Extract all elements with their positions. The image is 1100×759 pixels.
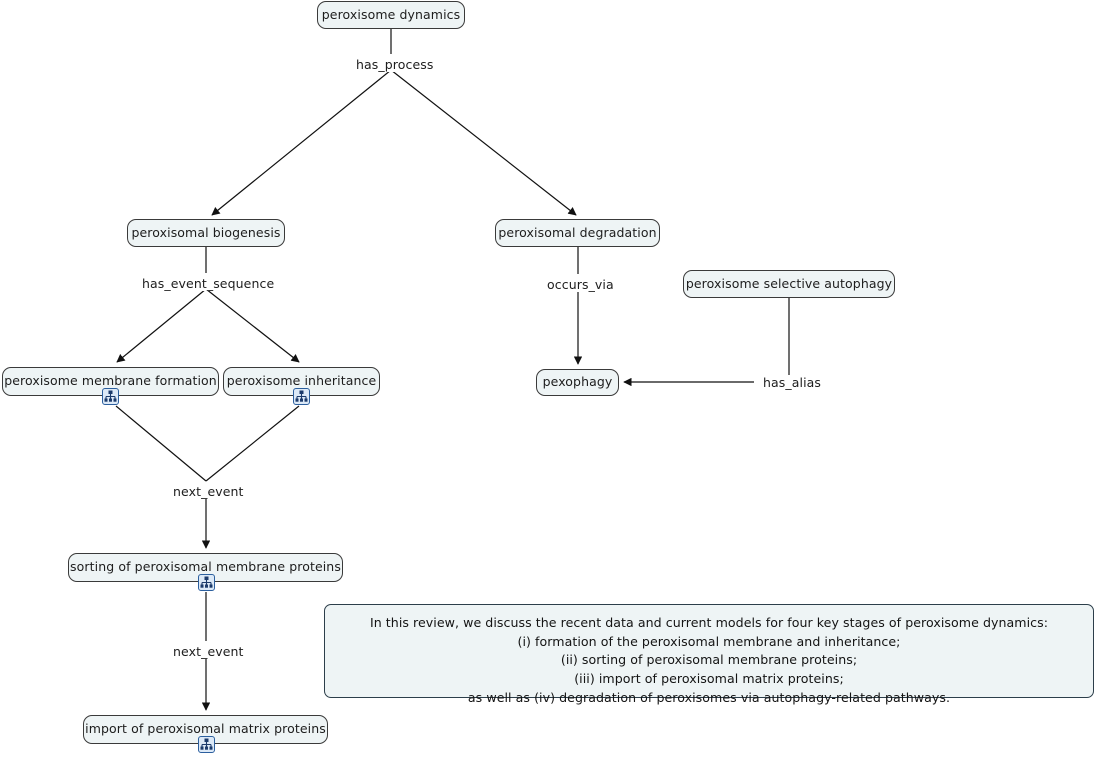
node-label: sorting of peroxisomal membrane proteins <box>70 559 341 575</box>
edge-label-next-event-2: next_event <box>171 644 246 659</box>
note-line: In this review, we discuss the recent da… <box>369 615 1049 630</box>
node-label: peroxisome inheritance <box>226 373 377 389</box>
node-label: peroxisome dynamics <box>321 6 461 22</box>
review-note-box: In this review, we discuss the recent da… <box>324 604 1094 705</box>
edge-label-has-event-sequence: has_event_sequence <box>140 276 277 291</box>
note-line: (i) formation of the peroxisomal membran… <box>517 633 901 649</box>
node-peroxisome-selective-autophagy[interactable]: peroxisome selective autophagy <box>683 270 895 298</box>
node-label: peroxisomal degradation <box>498 224 657 240</box>
edge-membrane-formation-to-nextevent <box>115 405 207 482</box>
edge-label-has-process: has_process <box>354 57 436 72</box>
hierarchy-tree-icon[interactable] <box>198 574 215 591</box>
note-line: as well as (iv) degradation of peroxisom… <box>467 689 951 705</box>
edge-label-occurs-via: occurs_via <box>545 277 616 292</box>
edge-hasevent-to-membrane-formation <box>116 288 207 363</box>
node-label: pexophagy <box>542 374 613 390</box>
node-label: peroxisome selective autophagy <box>685 275 893 291</box>
edge-label-next-event-1: next_event <box>171 484 246 499</box>
edge-hasprocess-to-degradation <box>390 69 577 216</box>
hierarchy-tree-icon[interactable] <box>293 388 310 405</box>
note-line: (ii) sorting of peroxisomal membrane pro… <box>560 652 858 668</box>
node-label: peroxisomal biogenesis <box>131 224 281 240</box>
edge-hasprocess-to-biogenesis <box>211 69 392 216</box>
note-line: (iii) import of peroxisomal matrix prote… <box>574 670 844 686</box>
node-pexophagy[interactable]: pexophagy <box>536 369 619 396</box>
hierarchy-tree-icon[interactable] <box>198 736 215 753</box>
node-label: import of peroxisomal matrix proteins <box>85 721 326 737</box>
edge-label-has-alias: has_alias <box>761 375 824 390</box>
hierarchy-tree-icon[interactable] <box>102 388 119 405</box>
node-peroxisomal-biogenesis[interactable]: peroxisomal biogenesis <box>127 219 285 247</box>
edge-hasevent-to-inheritance <box>205 288 300 363</box>
edge-inheritance-to-nextevent <box>205 405 300 482</box>
node-peroxisomal-degradation[interactable]: peroxisomal degradation <box>495 219 660 247</box>
node-label: peroxisome membrane formation <box>4 373 217 389</box>
node-peroxisome-dynamics[interactable]: peroxisome dynamics <box>317 1 465 29</box>
